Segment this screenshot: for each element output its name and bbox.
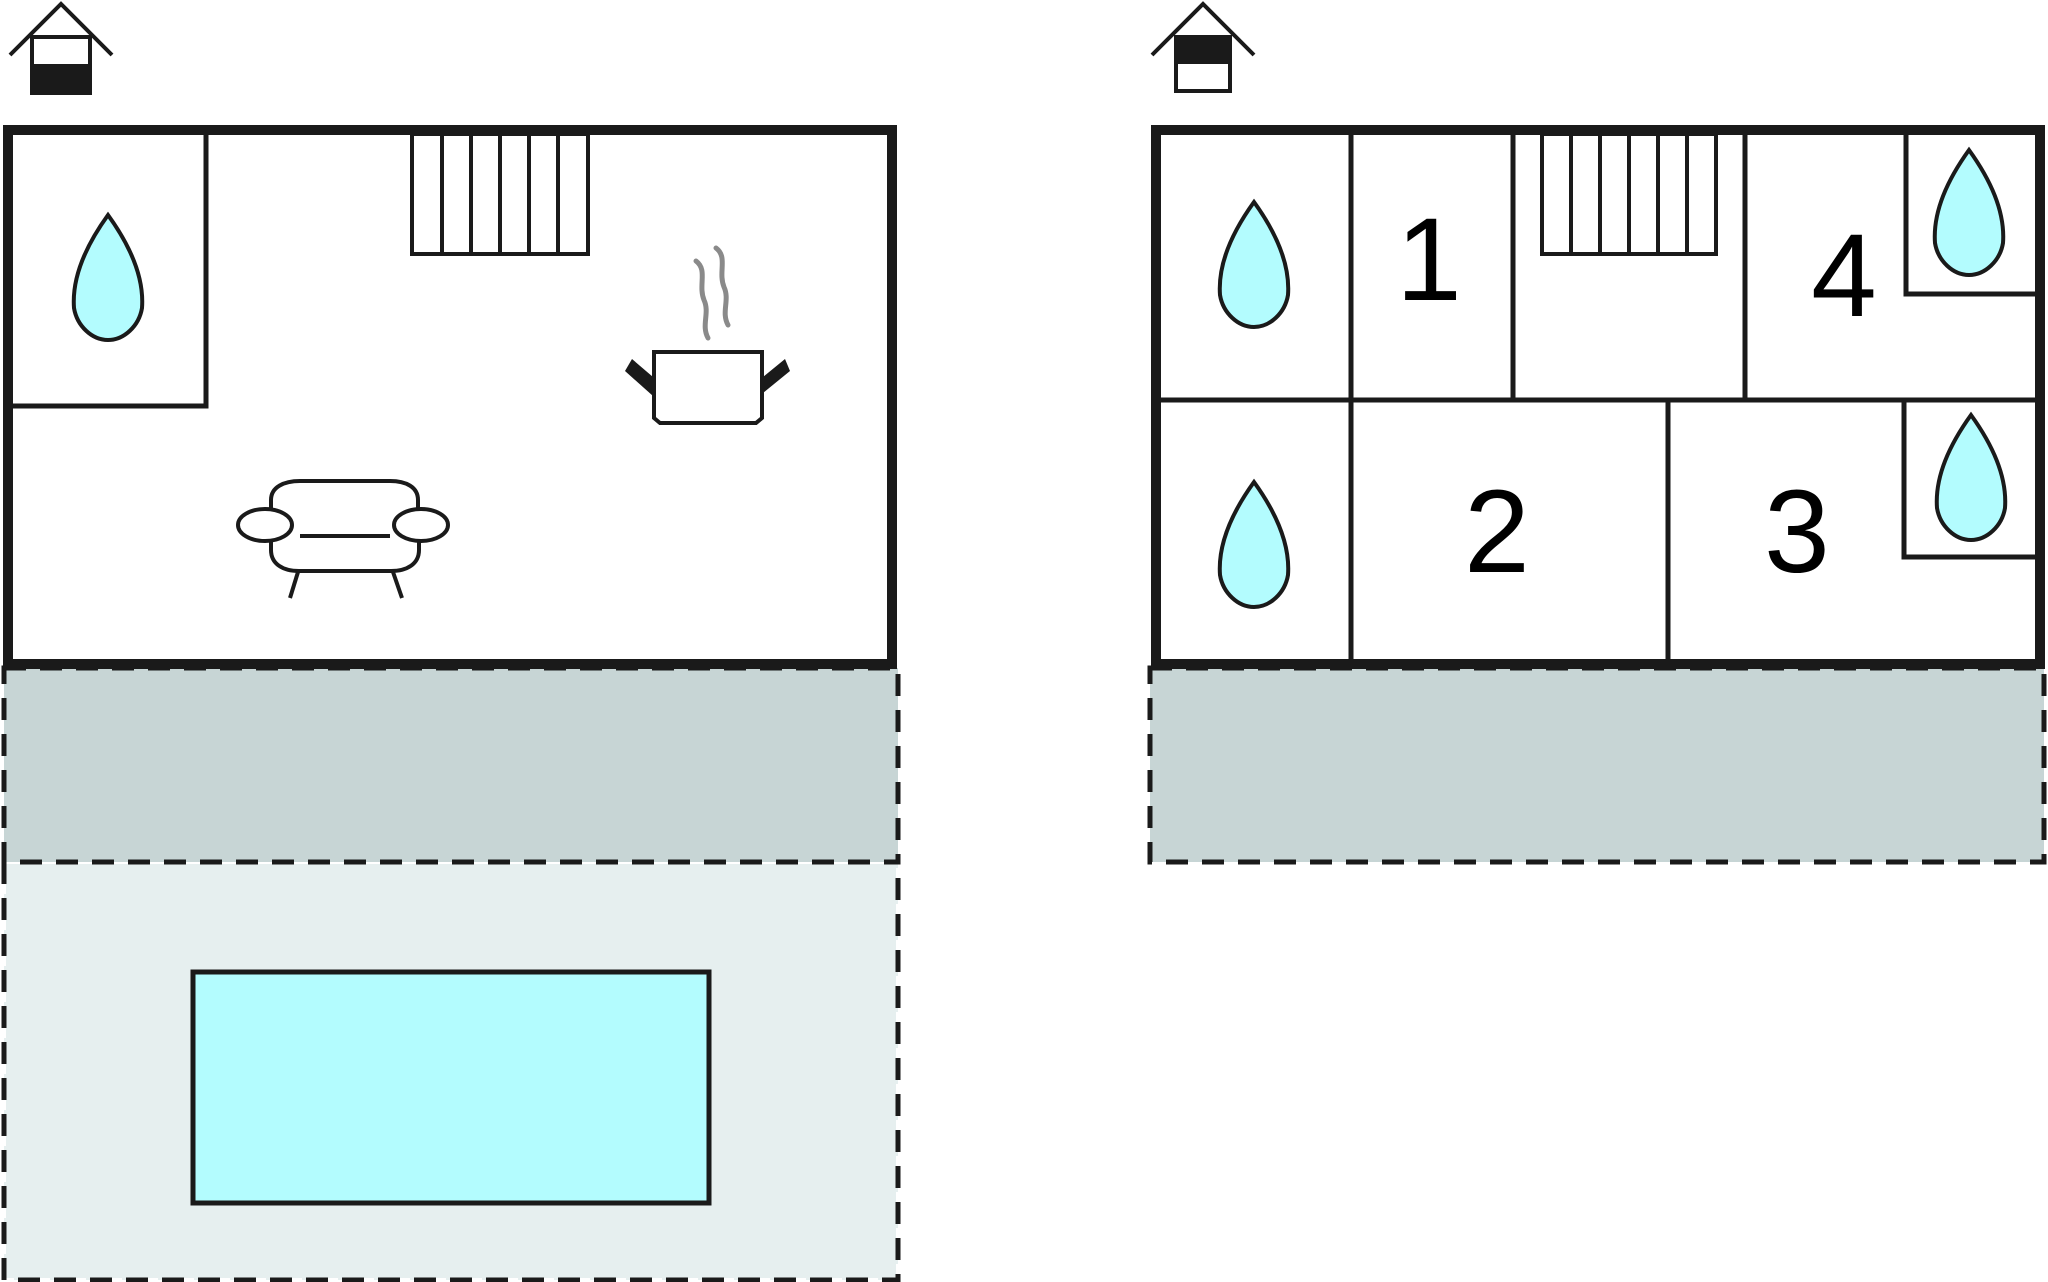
- cooking-pot-icon: [625, 245, 790, 425]
- upper-floor-outer-wall: [1151, 125, 2045, 669]
- water-drop-icon: [1217, 480, 1291, 609]
- water-drop-icon: [71, 213, 145, 342]
- staircase-icon: [410, 132, 590, 256]
- swimming-pool: [190, 969, 712, 1206]
- bedroom-label: 3: [1764, 466, 1830, 598]
- bedroom-label: 4: [1811, 210, 1877, 342]
- house-floor-icon: [8, 1, 114, 95]
- bathroom-wall: [13, 130, 209, 409]
- balcony-area: [1150, 668, 2044, 862]
- water-drop-icon: [1932, 148, 2006, 277]
- water-drop-icon: [1934, 413, 2008, 542]
- water-drop-icon: [1217, 200, 1291, 329]
- ground-floor-plan: [1, 1, 901, 1282]
- ground-floor-outer-wall: [3, 125, 897, 669]
- staircase-icon: [1540, 132, 1718, 256]
- house-floor-icon: [1150, 1, 1256, 93]
- sofa-icon: [236, 479, 450, 599]
- bedroom-label: 2: [1464, 466, 1530, 598]
- terrace-area: [4, 668, 898, 862]
- interior-walls: [1161, 130, 2035, 664]
- upper-floor-plan: 1 2 3 4: [1147, 1, 2047, 865]
- garden-boundary: [1, 862, 901, 1282]
- bedroom-label: 1: [1396, 194, 1462, 326]
